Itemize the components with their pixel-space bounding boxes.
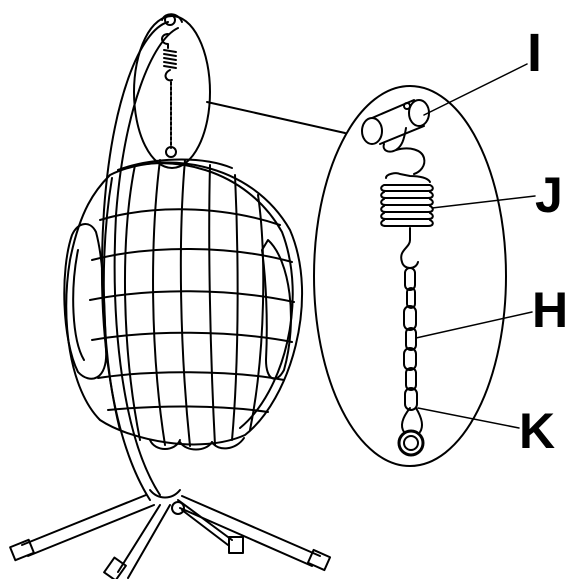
chain-icon	[404, 268, 417, 410]
leader-lines	[416, 64, 535, 428]
callout-connector	[207, 102, 345, 133]
large-detail-callout	[314, 86, 506, 466]
beam	[362, 100, 429, 144]
ring-icon	[399, 408, 423, 455]
leader-j	[432, 196, 535, 208]
leader-h	[416, 312, 532, 338]
leader-i	[424, 64, 527, 115]
small-detail-callout	[134, 16, 210, 168]
callout-label-i: I	[527, 23, 543, 83]
spring-icon	[381, 173, 433, 226]
leader-k	[418, 408, 519, 428]
callout-label-h: H	[532, 282, 569, 338]
egg-chair	[64, 160, 302, 450]
lower-hook	[401, 228, 418, 268]
callout-label-j: J	[535, 167, 563, 223]
callout-label-k: K	[519, 403, 556, 459]
hook-icon	[384, 128, 425, 174]
stand-base	[10, 490, 330, 579]
